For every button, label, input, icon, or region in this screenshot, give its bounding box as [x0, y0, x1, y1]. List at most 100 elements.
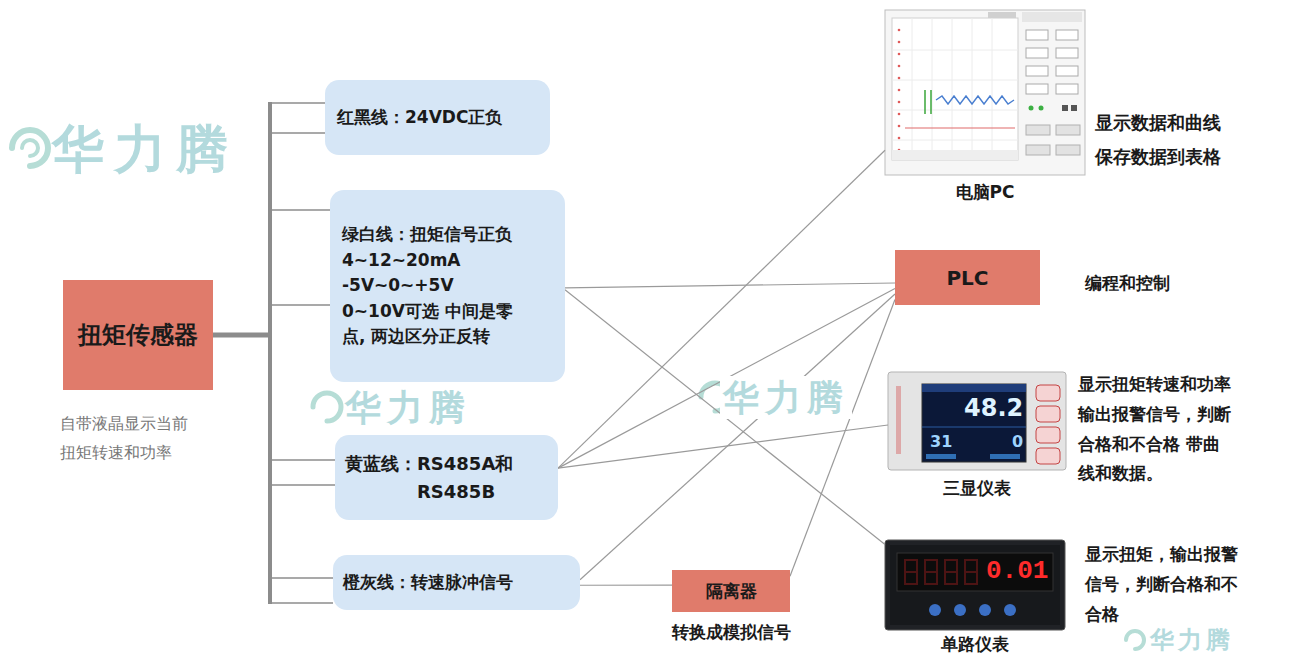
- wire-bracket: [270, 577, 333, 579]
- single-channel-meter: [925, 571, 937, 573]
- caption: 自带液晶显示当前 扭矩转速和功率: [60, 410, 198, 468]
- pc-screenshot: [1026, 145, 1050, 155]
- pc-device: 电脑PC显示数据和曲线 保存数据到表格: [885, 10, 1085, 175]
- pc-screenshot: [898, 29, 901, 152]
- pc-screenshot: [1026, 48, 1048, 58]
- triple-display-meter: [1036, 427, 1060, 443]
- wire-box: 黄蓝线：RS485A和 RS485B: [335, 435, 558, 520]
- pc-screenshot: [898, 101, 901, 104]
- triple-display-meter: [896, 386, 901, 454]
- pc-screenshot: [932, 18, 933, 160]
- pc-screenshot: [1029, 106, 1034, 111]
- plc-box: PLC编程和控制: [895, 250, 1040, 305]
- wire-label: 橙灰线：转速脉冲信号: [343, 571, 513, 594]
- single-channel-meter: [929, 604, 941, 616]
- single-channel-meter: [945, 571, 957, 573]
- wire-bracket: [270, 484, 335, 486]
- description: 编程和控制: [1085, 273, 1170, 293]
- pc-screenshot: [885, 10, 1085, 175]
- watermark: 华力腾: [720, 376, 852, 419]
- pc-screenshot: [898, 65, 901, 68]
- pc-screenshot: [1056, 48, 1078, 58]
- watermark-logo: [1126, 631, 1144, 649]
- watermark-logo: [12, 130, 1144, 649]
- pc-screenshot: [988, 12, 1016, 18]
- pc-screenshot: [898, 29, 901, 32]
- wire-bracket: [270, 132, 325, 134]
- signal-wire: [580, 294, 895, 580]
- pc-screenshot: [885, 10, 1085, 175]
- triple-display-meter: [1036, 406, 1060, 422]
- pc-screenshot: [898, 113, 901, 116]
- pc-screenshot: [1056, 30, 1078, 40]
- triple-display-meter: [888, 372, 1066, 470]
- pc-screenshot: [952, 18, 953, 160]
- pc-screenshot: [898, 41, 901, 44]
- triple-display-meter: [1036, 448, 1060, 464]
- box-title: PLC: [946, 266, 988, 290]
- single-channel-meter: [905, 560, 977, 584]
- wire-bracket: [270, 459, 335, 461]
- single-channel-meter: [905, 560, 917, 584]
- wire-box: 红黑线：24VDC正负: [325, 80, 550, 155]
- box-title: 隔离器: [706, 580, 757, 603]
- triple-display-meter: [922, 384, 1026, 392]
- wire-bracket: [270, 602, 333, 604]
- pc-screenshot: [1026, 30, 1048, 40]
- display-reading: 48.2: [964, 394, 1023, 423]
- description: 显示扭矩，输出报警信号，判断合格和不合格: [1085, 540, 1241, 629]
- single-channel-meter: [929, 604, 1016, 616]
- pc-screenshot: [898, 53, 901, 56]
- single-channel-meter: [945, 560, 957, 584]
- isolator-box: 隔离器转换成模拟信号: [672, 570, 790, 612]
- pc-screenshot: [1026, 84, 1048, 94]
- triple-display-meter: [1036, 385, 1060, 464]
- single-channel-meter: [885, 540, 1065, 630]
- pc-screenshot: [898, 77, 901, 80]
- single-channel-meter: [1004, 604, 1016, 616]
- pc-screenshot: [898, 89, 901, 92]
- pc-screenshot: [898, 137, 901, 140]
- pc-screenshot: [892, 80, 1018, 81]
- pc-screenshot: [1039, 106, 1044, 111]
- pc-screenshot: [1026, 66, 1048, 76]
- description: 显示扭矩转速和功率 输出报警信号，判断合格和不合格 带曲线和数据。: [1078, 370, 1234, 489]
- single-channel-meter: [890, 545, 1060, 625]
- sensor-box: 扭矩传感器自带液晶显示当前 扭矩转速和功率: [63, 280, 213, 390]
- wire-box: 绿白线：扭矩信号正负 4~12~20mA -5V~0~+5V 0~10V可选 中…: [330, 190, 565, 382]
- signal-wire: [558, 150, 885, 468]
- pc-screenshot: [936, 96, 1014, 104]
- pc-screenshot: [898, 125, 901, 128]
- wire-bracket: [270, 209, 330, 211]
- triple-display-meter: [922, 384, 1026, 462]
- triple-display-meter: [922, 427, 1026, 428]
- single-channel-meter: [979, 604, 991, 616]
- watermark-logo: [313, 393, 341, 421]
- single-channel-meter: [897, 553, 1053, 591]
- wire-bracket: [270, 304, 330, 306]
- description: 显示数据和曲线 保存数据到表格: [1095, 106, 1232, 174]
- pc-screenshot: [1056, 84, 1078, 94]
- pc-screenshot: [892, 150, 1018, 160]
- watermark-logo: [12, 130, 48, 166]
- wire-label: 黄蓝线：RS485A和 RS485B: [345, 450, 534, 506]
- box-title: 扭矩传感器: [78, 319, 198, 351]
- signal-wire: [558, 425, 888, 468]
- caption: 电脑PC: [956, 182, 1015, 202]
- pc-screenshot: [892, 140, 1018, 141]
- pc-screenshot: [972, 18, 973, 160]
- signal-wire: [790, 300, 895, 577]
- pc-screenshot: [1056, 66, 1078, 76]
- pc-screenshot: [905, 127, 1015, 128]
- pc-screenshot: [924, 90, 926, 114]
- triple-display-meter: [888, 372, 1066, 470]
- wire-label: 绿白线：扭矩信号正负 4~12~20mA -5V~0~+5V 0~10V可选 中…: [342, 222, 522, 350]
- single-channel-meter: [925, 560, 937, 584]
- wire-bracket: [268, 102, 272, 604]
- caption: 单路仪表: [941, 634, 1009, 654]
- single-channel-meter: [965, 560, 977, 584]
- watermark: 华力腾: [52, 118, 238, 180]
- pc-screenshot: [1062, 105, 1068, 111]
- pc-screenshot: [912, 18, 913, 160]
